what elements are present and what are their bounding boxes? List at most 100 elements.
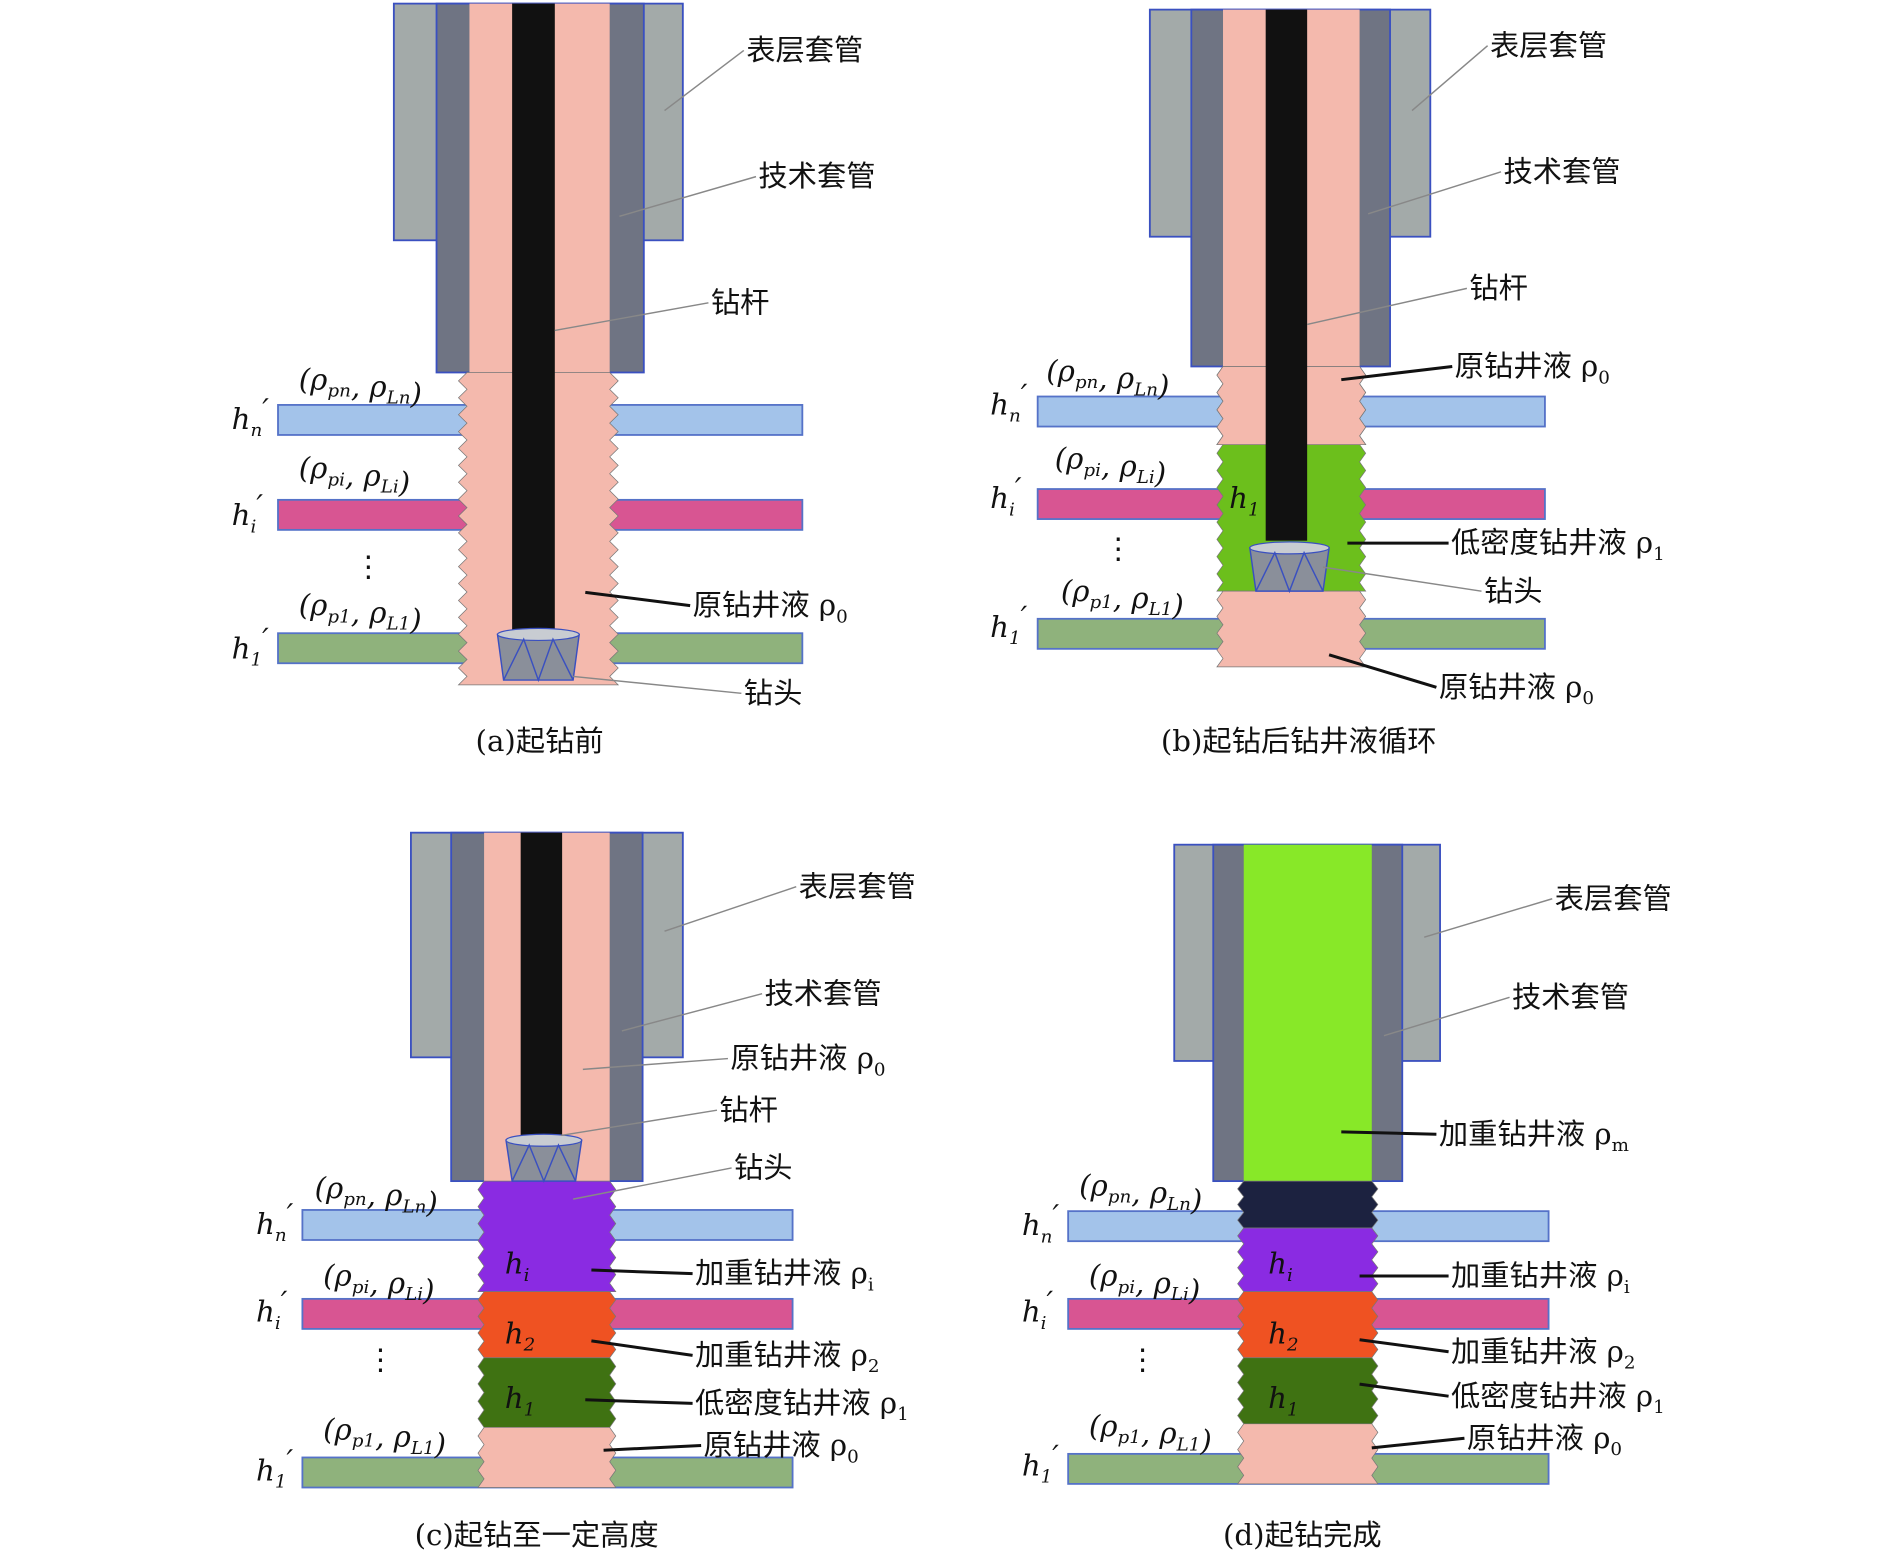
formation-density-label-subscript: pi xyxy=(1118,1277,1136,1298)
formation-density-label-subscript: pn xyxy=(1108,1187,1131,1208)
borehole-fluid-zone xyxy=(477,1427,617,1488)
component-label: 表层套管 xyxy=(1490,28,1607,62)
formation-density-label-text: , ρ xyxy=(1141,1416,1177,1450)
formation-density-label-subscript: L1 xyxy=(1176,1434,1201,1455)
component-label-subscript: 0 xyxy=(847,1446,859,1467)
component-label-subscript: 2 xyxy=(868,1356,880,1377)
leader-line xyxy=(1359,1338,1449,1354)
formation-density-label-text: (ρ xyxy=(1089,1259,1118,1293)
component-label: 钻杆 xyxy=(711,286,770,320)
formation-density-label-text: ) xyxy=(410,377,422,411)
component-label-text: 表层套管 xyxy=(799,870,916,904)
zone-h: h xyxy=(505,1247,524,1281)
panel-caption: (d)起钻完成 xyxy=(1223,1518,1382,1552)
component-label: 原钻井液 ρ0 xyxy=(1439,670,1594,709)
panel-caption: (a)起钻前 xyxy=(476,724,604,758)
depth-prime: ′ xyxy=(1052,1199,1059,1233)
depth-prime: ′ xyxy=(287,1444,294,1478)
component-label: 加重钻井液 ρi xyxy=(1451,1259,1630,1298)
depth-prime: ′ xyxy=(262,622,269,656)
component-label: 技术套管 xyxy=(1503,155,1620,189)
borehole-fluid-zone xyxy=(1237,1227,1379,1293)
borehole-fluid-zone xyxy=(477,1357,617,1428)
formation-density-label-text: (ρ xyxy=(315,1171,344,1205)
depth-h: h xyxy=(990,610,1009,644)
leader-line xyxy=(1423,898,1553,938)
panel-a: (ρpn, ρLn)(ρpi, ρLi)(ρp1, ρL1)hn′hi′h1′⋮… xyxy=(232,2,875,758)
leader-line xyxy=(1359,1382,1449,1398)
panel-d: (ρpn, ρLn)(ρpi, ρLi)(ρp1, ρL1)hn′hi′h1′⋮… xyxy=(1022,843,1672,1552)
depth-h: h xyxy=(256,1207,275,1241)
borehole-fluid-zone xyxy=(1237,1357,1379,1425)
ellipsis-dots: ⋮ xyxy=(1128,1343,1157,1377)
zone-height-label: h1 xyxy=(1268,1381,1298,1420)
formation-density-label: (ρpn, ρLn) xyxy=(1046,354,1169,402)
component-label-subscript: 1 xyxy=(1653,1397,1665,1418)
zone-h: h xyxy=(1229,481,1248,515)
ellipsis-dots: ⋮ xyxy=(354,550,383,584)
formation-density-label-text: ) xyxy=(422,1273,434,1307)
component-label: 原钻井液 ρ0 xyxy=(693,588,848,627)
component-label-text: 钻头 xyxy=(744,676,803,710)
leader-line xyxy=(621,992,763,1032)
depth-prime: ′ xyxy=(1015,472,1022,506)
leader-line xyxy=(560,1109,718,1137)
zone-h: h xyxy=(505,1381,524,1415)
panel-caption: (c)起钻至一定高度 xyxy=(415,1518,659,1552)
formation-density-label-text: , ρ xyxy=(351,596,387,630)
component-label: 原钻井液 ρ0 xyxy=(1467,1421,1622,1460)
depth-sub: i xyxy=(251,516,257,537)
formation-density-label-text: ) xyxy=(1157,369,1169,403)
bit-body xyxy=(496,633,581,681)
panel-c: (ρpn, ρLn)(ρpi, ρLi)(ρp1, ρL1)hn′hi′h1′⋮… xyxy=(256,831,916,1552)
formation-density-label-text: ) xyxy=(409,603,421,637)
formation-density-label-text: , ρ xyxy=(1131,1176,1167,1210)
borehole-fluid-zone xyxy=(477,1180,617,1293)
zone-sub: 1 xyxy=(1287,1400,1299,1421)
component-label: 加重钻井液 ρm xyxy=(1439,1117,1629,1156)
zone-height-label: h2 xyxy=(1268,1317,1298,1356)
leader-line xyxy=(1328,653,1437,689)
depth-label-h1: h1′ xyxy=(256,1444,294,1493)
component-label-text: 低密度钻井液 ρ xyxy=(1451,526,1653,560)
zone-height-label: hi xyxy=(505,1247,530,1286)
formation-density-label: (ρpi, ρLi) xyxy=(323,1259,434,1307)
component-label-text: 表层套管 xyxy=(1490,28,1607,62)
bit-cutters xyxy=(511,1143,577,1184)
zone-sub: 1 xyxy=(1248,500,1260,521)
zone-h: h xyxy=(1268,1247,1287,1281)
formation-density-label-text: (ρ xyxy=(299,451,328,485)
component-label-text: 原钻井液 ρ xyxy=(1439,670,1583,704)
bit-top xyxy=(505,1133,583,1147)
formation-density-label-text: , ρ xyxy=(369,1266,405,1300)
leader-line xyxy=(554,302,709,332)
formation-density-label-text: ) xyxy=(1154,456,1166,490)
formation-density-label: (ρp1, ρL1) xyxy=(299,588,422,636)
formation-density-label-text: ) xyxy=(434,1427,446,1461)
formation-density-label-subscript: Li xyxy=(380,477,399,498)
zone-height-label: h1 xyxy=(1229,481,1259,520)
depth-h: h xyxy=(990,388,1009,422)
depth-prime: ′ xyxy=(1047,1285,1054,1319)
component-label-text: 原钻井液 ρ xyxy=(693,588,837,622)
formation-density-label-text: , ρ xyxy=(1135,1266,1171,1300)
formation-density-label-subscript: pn xyxy=(343,1189,366,1210)
zone-sub: i xyxy=(1287,1265,1293,1286)
formation-density-label-subscript: L1 xyxy=(385,614,410,635)
depth-sub: n xyxy=(275,1225,287,1246)
depth-h: h xyxy=(1022,1449,1041,1483)
formation-density-label-text: (ρ xyxy=(1079,1169,1108,1203)
component-label-text: 钻头 xyxy=(1484,574,1543,608)
formation-density-label-subscript: Ln xyxy=(1166,1194,1191,1215)
depth-prime: ′ xyxy=(256,489,263,523)
depth-prime: ′ xyxy=(1052,1439,1059,1473)
component-label: 加重钻井液 ρ2 xyxy=(695,1338,879,1377)
ellipsis-dots: ⋮ xyxy=(1104,532,1133,566)
component-label: 钻杆 xyxy=(1469,271,1528,305)
component-label-text: 表层套管 xyxy=(1555,882,1672,916)
component-label: 低密度钻井液 ρ1 xyxy=(695,1386,909,1425)
component-label-subscript: 0 xyxy=(874,1059,886,1080)
formation-density-label: (ρpn, ρLn) xyxy=(315,1171,438,1219)
component-label: 低密度钻井液 ρ1 xyxy=(1451,526,1665,565)
